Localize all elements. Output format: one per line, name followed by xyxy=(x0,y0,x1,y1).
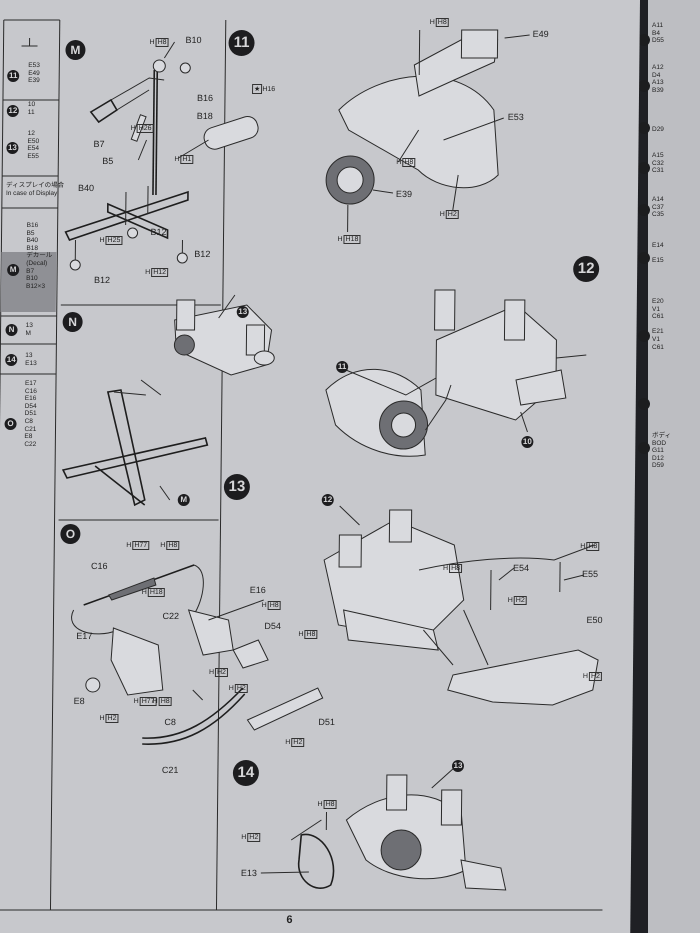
right-step-marker xyxy=(638,398,650,410)
right-step-marker xyxy=(638,122,650,134)
page-number: 6 xyxy=(286,914,293,926)
right-step-marker xyxy=(638,442,650,454)
right-step-marker xyxy=(638,162,650,174)
right-step-marker xyxy=(638,330,650,342)
step-O-drawing xyxy=(71,564,324,731)
step-11-drawing xyxy=(325,29,530,232)
step-M-drawing xyxy=(69,41,259,271)
step-12-drawing xyxy=(325,289,587,457)
step-14-drawing xyxy=(260,767,507,891)
step-13-drawing xyxy=(323,505,599,706)
right-step-marker xyxy=(638,80,650,92)
ref-13-14: 13 xyxy=(451,760,465,772)
part-E13: E13 xyxy=(240,868,257,878)
step-N-drawing xyxy=(113,294,275,501)
right-step-marker xyxy=(638,252,650,264)
right-col-list-3: D29 xyxy=(652,126,664,133)
right-step-marker xyxy=(638,34,650,46)
right-step-marker xyxy=(638,204,650,216)
